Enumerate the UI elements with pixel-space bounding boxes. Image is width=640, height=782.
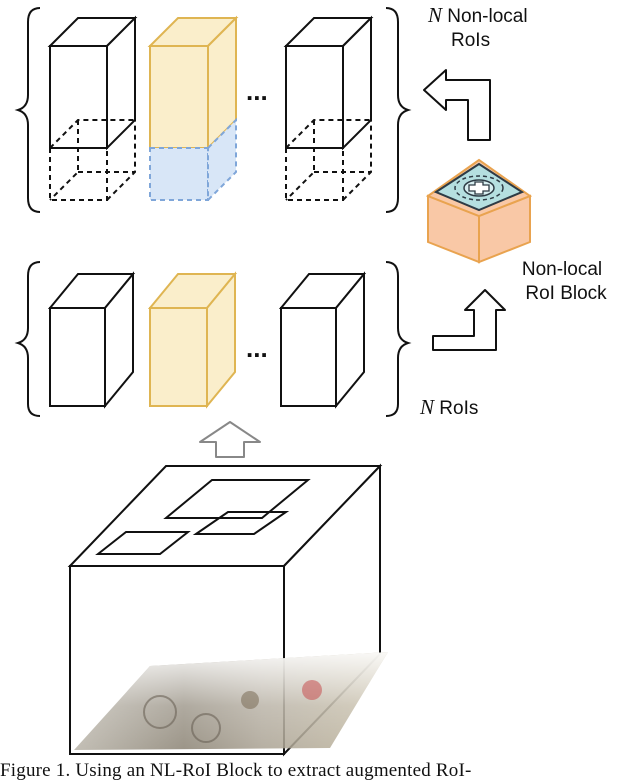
nonlocal-rois-line1: Non-local bbox=[447, 6, 528, 27]
rois-text: RoIs bbox=[439, 398, 479, 419]
rois-label: N RoIs bbox=[420, 396, 478, 420]
top-right-brace bbox=[385, 7, 412, 213]
nonlocal-rois-line2: RoIs bbox=[451, 30, 491, 51]
roi-region-1 bbox=[95, 531, 191, 555]
nonlocal-block-line2: RoI Block bbox=[525, 283, 607, 304]
arrow-image-to-rois bbox=[199, 421, 261, 458]
nonlocal-roi-cuboid-n bbox=[283, 15, 374, 201]
nonlocal-roi-cuboid-highlighted bbox=[147, 15, 239, 203]
roi-region-2 bbox=[163, 479, 311, 519]
figure-caption: Figure 1. Using an NL-RoI Block to extra… bbox=[0, 760, 472, 781]
roi-cuboid-n bbox=[278, 271, 367, 409]
roi-cuboid-highlighted bbox=[147, 271, 238, 409]
nonlocal-block-line1: Non-local bbox=[521, 259, 603, 280]
top-left-brace bbox=[14, 7, 41, 213]
middle-ellipsis: ... bbox=[246, 333, 268, 363]
roi-cuboid-1 bbox=[47, 271, 136, 409]
middle-left-brace bbox=[14, 261, 41, 417]
middle-right-brace bbox=[385, 261, 412, 417]
input-image bbox=[74, 652, 388, 750]
arrow-to-nonlocal-rois bbox=[423, 69, 491, 141]
top-ellipsis: ... bbox=[246, 76, 268, 106]
nonlocal-roi-block bbox=[425, 158, 533, 264]
nonlocal-rois-label: N Non-local bbox=[428, 4, 528, 28]
n-variable-rois: N bbox=[420, 395, 435, 419]
arrow-to-nl-block bbox=[432, 289, 506, 351]
n-variable: N bbox=[428, 3, 443, 27]
roi-region-3 bbox=[192, 511, 290, 535]
plus-icon bbox=[468, 181, 490, 195]
nonlocal-roi-cuboid-1 bbox=[47, 15, 138, 201]
